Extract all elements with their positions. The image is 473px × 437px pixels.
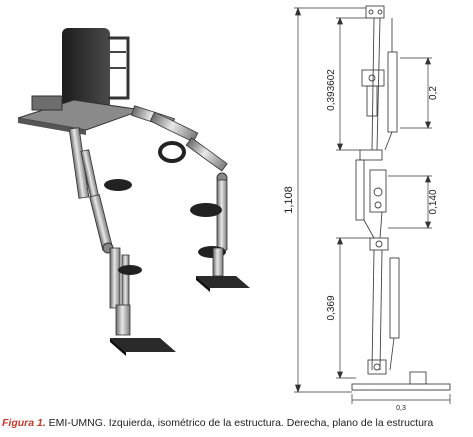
lower-segment-dimension	[336, 237, 374, 379]
middle-right-label: 0,140	[428, 189, 439, 214]
middle-right-dimension	[388, 175, 432, 229]
upper-segment-dimension	[336, 17, 368, 151]
base-width-dimension	[351, 394, 451, 404]
structure-outline	[351, 5, 451, 391]
right-leg-assembly	[130, 105, 250, 292]
left-leg-assembly	[68, 127, 176, 356]
total-height-dimension	[294, 6, 366, 394]
upper-segment-label: 0,393602	[326, 69, 337, 111]
total-height-label: 1,108	[283, 186, 295, 214]
structure-plan-drawing: 1,108 0,393602 0,2 0,140 0,369	[283, 5, 451, 412]
backrest	[62, 28, 130, 110]
seat-platform	[17, 95, 143, 135]
top-right-label: 0,2	[428, 86, 439, 100]
isometric-structure-render	[17, 28, 250, 356]
base-width-label: 0,3	[396, 405, 406, 412]
top-right-dimension	[400, 57, 432, 129]
figure-caption-label: Figura 1.	[2, 417, 46, 429]
lower-segment-label: 0,369	[326, 295, 337, 320]
figure-caption-text: EMI-UMNG. Izquierda, isométrico de la es…	[45, 417, 434, 429]
figure-caption: Figura 1. EMI-UMNG. Izquierda, isométric…	[2, 417, 472, 430]
